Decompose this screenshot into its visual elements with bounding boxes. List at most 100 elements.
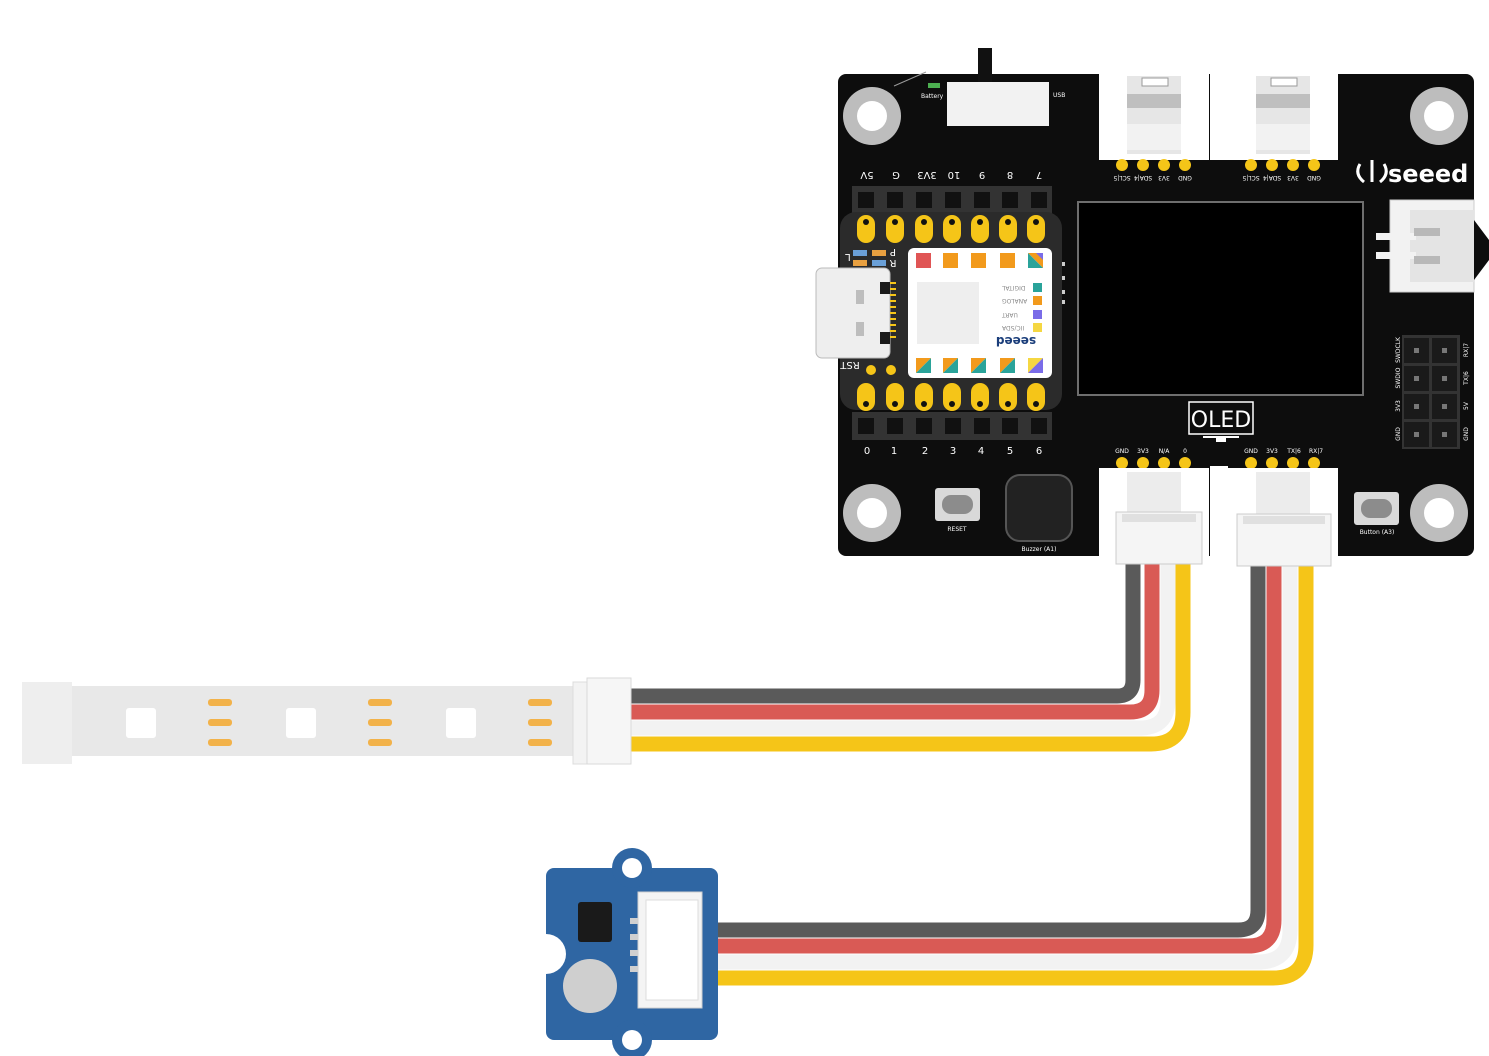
svg-text:6: 6: [1036, 446, 1042, 457]
reset-label: RESET: [947, 526, 967, 533]
svg-text:4: 4: [978, 446, 984, 457]
top-pads: [857, 215, 1045, 243]
svg-text:8: 8: [1007, 169, 1013, 180]
grove-port-bottom-right[interactable]: [1228, 468, 1338, 567]
usb-c-port[interactable]: [815, 267, 891, 359]
svg-text:3V3: 3V3: [1395, 400, 1402, 412]
svg-text:3V3: 3V3: [1266, 448, 1278, 455]
mounting-hole-bl: [843, 484, 901, 542]
battery-label: Battery: [921, 93, 944, 100]
svg-text:SWDCLK: SWDCLK: [1395, 336, 1402, 363]
seeed-brand-text: seeed: [1388, 160, 1468, 188]
led-cell-2: [286, 699, 392, 746]
svg-text:3V3: 3V3: [1137, 448, 1149, 455]
bottom-header-labels: 0 1 2 3 4 5 6: [864, 446, 1042, 457]
svg-text:3: 3: [950, 446, 956, 457]
svg-text:SCL|5: SCL|5: [1242, 174, 1259, 181]
power-switch[interactable]: [947, 48, 1049, 126]
svg-text:SDA|4: SDA|4: [1134, 174, 1152, 181]
svg-text:3V3: 3V3: [1158, 174, 1170, 181]
svg-text:R: R: [889, 257, 896, 268]
swd-left-labels: SWDCLK SWDIO 3V3 GND: [1395, 336, 1402, 441]
svg-text:DIGITAL: DIGITAL: [1001, 284, 1025, 291]
buzzer: [1005, 474, 1073, 542]
svg-text:N/A: N/A: [1159, 448, 1171, 455]
oled-label: OLED: [1191, 408, 1251, 433]
led-cell-3: [446, 699, 552, 746]
reset-button[interactable]: [935, 488, 980, 521]
svg-text:7: 7: [1036, 169, 1042, 180]
top-header-labels: 5V G 3V3 10 9 8 7: [860, 169, 1042, 180]
led-cell-1: [126, 699, 232, 746]
led-strip: [22, 677, 632, 765]
oled-label-box: OLED: [1188, 401, 1254, 442]
rst-pads: [866, 365, 896, 375]
svg-text:5V: 5V: [860, 169, 873, 180]
svg-text:GND: GND: [1463, 427, 1470, 441]
svg-text:RX|7: RX|7: [1309, 448, 1323, 455]
grove-bottom-right-labels: GND 3V3 TX|6 RX|7: [1244, 448, 1323, 455]
grove-top-left-pin-labels: SCL|5 SDA|4 3V3 GND: [1113, 174, 1192, 181]
svg-text:UART: UART: [1002, 311, 1018, 318]
xiao-legend: DIGITAL ANALOG UART IIC/SDA: [1001, 283, 1042, 332]
mounting-hole-tr: [1410, 87, 1468, 145]
battery-connector[interactable]: [1376, 199, 1489, 293]
svg-text:SDA|4: SDA|4: [1263, 174, 1281, 181]
grove-port-top-right[interactable]: [1228, 72, 1338, 160]
bottom-pads: [857, 383, 1045, 411]
svg-text:0: 0: [1183, 448, 1187, 455]
grove-top-pads: [1116, 159, 1320, 171]
svg-text:3V3: 3V3: [1287, 174, 1299, 181]
svg-text:9: 9: [979, 169, 985, 180]
svg-text:TX|6: TX|6: [1463, 371, 1470, 386]
status-leds: L P R: [845, 246, 897, 268]
svg-text:ANALOG: ANALOG: [1002, 297, 1028, 304]
grove-port-top-left[interactable]: [1099, 72, 1209, 160]
top-header: [852, 186, 1052, 214]
antenna-trace: [893, 71, 927, 87]
svg-text:2: 2: [922, 446, 928, 457]
pin-stripes: [890, 282, 896, 338]
svg-text:SWDIO: SWDIO: [1395, 367, 1402, 388]
svg-text:GND: GND: [1178, 174, 1192, 181]
cable-led-strip: [620, 555, 1191, 752]
expansion-board: Battery USB seeed SCL|5 SDA|4: [815, 48, 1489, 567]
svg-text:GND: GND: [1115, 448, 1129, 455]
buzzer-label: Buzzer (A1): [1022, 546, 1057, 553]
svg-text:GND: GND: [1244, 448, 1258, 455]
grove-port-bottom-left[interactable]: [1099, 468, 1209, 565]
button-label: Button (A3): [1360, 529, 1395, 536]
svg-text:10: 10: [948, 169, 961, 180]
svg-text:GND: GND: [1307, 174, 1321, 181]
grove-top-right-pin-labels: SCL|5 SDA|4 3V3 GND: [1242, 174, 1321, 181]
svg-text:GND: GND: [1395, 427, 1402, 441]
swd-header: [1402, 335, 1460, 449]
seeed-logo: seeed: [1356, 160, 1468, 188]
svg-text:P: P: [890, 246, 896, 257]
bottom-header: [852, 412, 1052, 440]
grove-bottom-pads: [1116, 457, 1320, 469]
side-dots: [1062, 262, 1065, 304]
svg-text:G: G: [892, 169, 900, 180]
svg-text:IIC/SDA: IIC/SDA: [1001, 324, 1024, 331]
swd-right-labels: RX|7 TX|6 5V GND: [1463, 343, 1470, 441]
oled-display: [1077, 201, 1364, 396]
user-button[interactable]: [1354, 492, 1399, 525]
usb-label: USB: [1053, 92, 1065, 99]
mounting-hole-br: [1410, 484, 1468, 542]
grove-sensor-module: [526, 848, 718, 1056]
rst-label: RST: [839, 359, 859, 370]
battery-led: [928, 83, 940, 88]
grove-bottom-left-labels: GND 3V3 N/A 0: [1115, 448, 1187, 455]
svg-text:3V3: 3V3: [917, 169, 937, 180]
svg-text:1: 1: [891, 446, 897, 457]
svg-text:TX|6: TX|6: [1286, 448, 1301, 455]
svg-text:SCL|5: SCL|5: [1113, 174, 1130, 181]
svg-text:5V: 5V: [1463, 401, 1470, 410]
mounting-hole-tl: [843, 87, 901, 145]
svg-text:RX|7: RX|7: [1463, 343, 1470, 357]
cable-sensor: [700, 558, 1314, 986]
xiao-module: DIGITAL ANALOG UART IIC/SDA seeed: [908, 248, 1052, 378]
svg-text:0: 0: [864, 446, 870, 457]
